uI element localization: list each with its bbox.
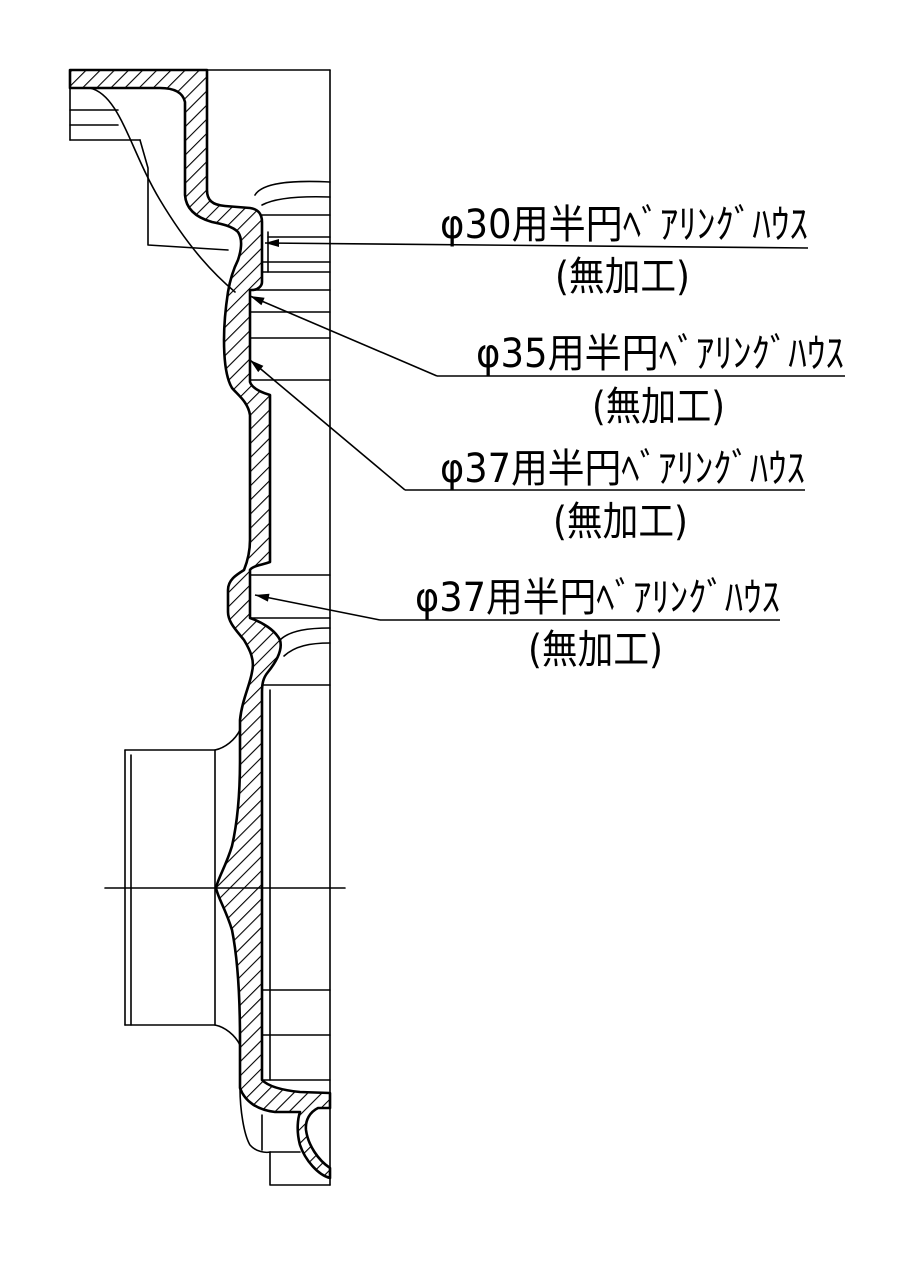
callout-title: φ35用半円ﾍﾞｱﾘﾝｸﾞﾊｳｽ <box>476 331 844 377</box>
leader-line <box>254 594 381 621</box>
boss-fillet <box>214 729 241 751</box>
callout-phi35: φ35用半円ﾍﾞｱﾘﾝｸﾞﾊｳｽ (無加工) <box>249 295 845 430</box>
hatched-section-wall <box>68 68 332 1180</box>
callout-note: (無加工) <box>553 499 688 545</box>
arrowhead <box>250 360 264 373</box>
inner-ridge <box>261 195 331 206</box>
callout-note: (無加工) <box>555 254 690 300</box>
flange-bracket <box>139 139 229 251</box>
inner-ridge <box>283 642 331 657</box>
leader-line <box>249 359 406 491</box>
callout-note: (無加工) <box>528 627 663 673</box>
leader-line <box>249 295 438 377</box>
arrowhead <box>250 296 265 306</box>
rib-sweep-line <box>89 87 236 293</box>
arrowhead <box>255 593 270 602</box>
bottom-lip <box>239 1087 331 1186</box>
arrowhead <box>265 239 279 247</box>
leader-line <box>264 242 809 249</box>
callout-phi30: φ30用半円ﾍﾞｱﾘﾝｸﾞﾊｳｽ (無加工) <box>264 202 809 300</box>
outline-edges <box>69 69 346 1186</box>
boss-fillet <box>214 1024 241 1046</box>
callout-phi37-lower: φ37用半円ﾍﾞｱﾘﾝｸﾞﾊｳｽ (無加工) <box>254 575 780 673</box>
inner-ridge <box>254 180 331 196</box>
callout-title: φ37用半円ﾍﾞｱﾘﾝｸﾞﾊｳｽ <box>415 575 780 621</box>
inner-ridge <box>279 627 331 641</box>
callout-phi37-upper: φ37用半円ﾍﾞｱﾘﾝｸﾞﾊｳｽ (無加工) <box>249 359 805 545</box>
callout-title: φ37用半円ﾍﾞｱﾘﾝｸﾞﾊｳｽ <box>440 446 805 492</box>
callout-title: φ30用半円ﾍﾞｱﾘﾝｸﾞﾊｳｽ <box>440 202 808 248</box>
callout-note: (無加工) <box>592 384 725 430</box>
